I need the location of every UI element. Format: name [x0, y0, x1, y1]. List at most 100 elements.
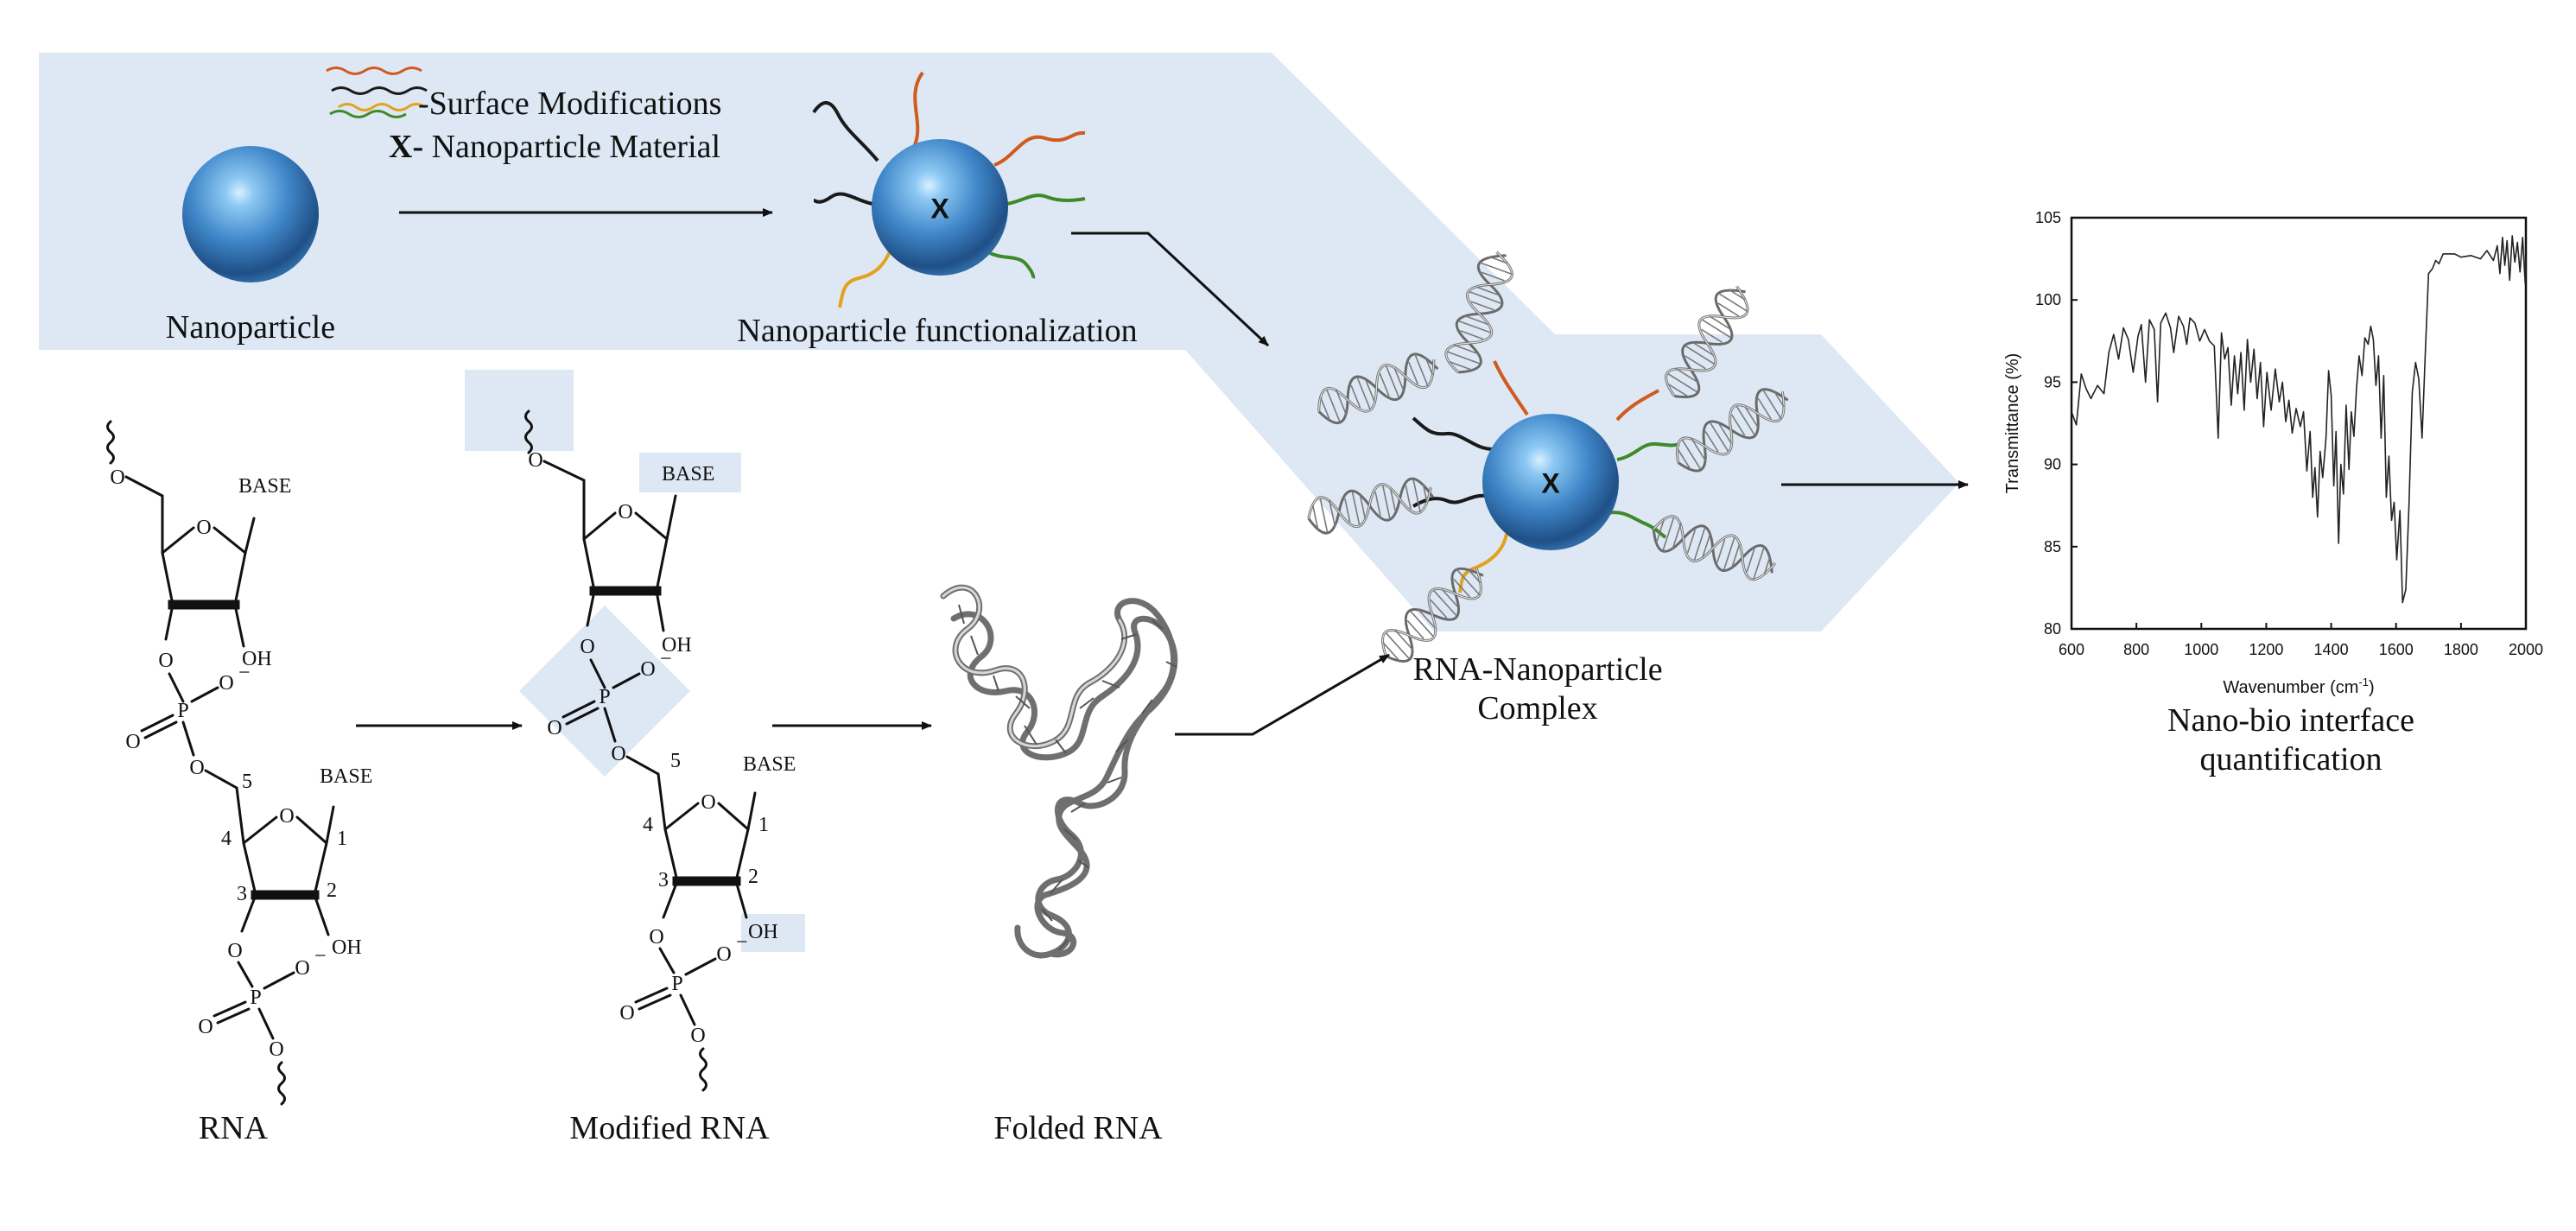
x-tick-label: 600	[2059, 641, 2084, 658]
rna-num-2: 2	[327, 879, 337, 902]
highlight-5prime	[465, 370, 574, 451]
x-axis-label-close: )	[2369, 678, 2375, 697]
mod-o-link: O	[611, 743, 625, 765]
mod-num-2: 2	[748, 866, 758, 888]
mod-num-3: 3	[658, 869, 669, 892]
chart-frame	[2070, 216, 2528, 631]
surface-modifications-label: -Surface Modifications	[418, 86, 721, 122]
rna-o3: O	[158, 650, 173, 672]
x-axis-label-exponent: -1	[2358, 676, 2369, 688]
rna-o-double-1: O	[125, 731, 140, 753]
mod-num-5: 5	[670, 750, 681, 772]
x-tick-label: 1200	[2249, 641, 2283, 658]
quantification-label-line2: quantification	[2199, 741, 2382, 777]
mod-oh-2: OH	[748, 921, 778, 943]
complex-label-line2: Complex	[1477, 690, 1597, 727]
folded-to-complex-arrow	[1175, 653, 1390, 736]
folded-rna-label: Folded RNA	[993, 1110, 1163, 1146]
mod-minus-2: −	[736, 931, 748, 954]
nanoparticle-material-label: X- Nanoparticle Material	[389, 129, 720, 165]
mod-o-minus-1: O	[640, 658, 655, 681]
x-tick-label: 2000	[2509, 641, 2543, 658]
mod-minus-1: −	[660, 648, 672, 670]
y-tick-label: 95	[2044, 373, 2061, 390]
rna-p2: P	[250, 987, 261, 1009]
mod-o-double-2: O	[619, 1002, 634, 1025]
rna-oh-2: OH	[332, 936, 362, 959]
rna-o-link: O	[189, 757, 204, 779]
complex-label-line1: RNA-Nanoparticle	[1412, 651, 1662, 688]
folded-rna	[940, 584, 1178, 959]
to-complex-arrow	[1071, 232, 1270, 347]
x-tick-label: 1800	[2444, 641, 2478, 658]
rna-minus-1: −	[238, 662, 251, 684]
quantification-label-line1: Nano-bio interface	[2167, 702, 2414, 739]
functionalized-nanoparticle: X	[812, 71, 1086, 308]
modified-rna-label: Modified RNA	[569, 1110, 770, 1146]
rna-o-minus-1: O	[219, 672, 233, 695]
rna-o-minus-2: O	[295, 957, 309, 980]
rna-num-5: 5	[242, 771, 252, 793]
material-prefix: X-	[389, 129, 423, 165]
rna-num-4: 4	[221, 828, 232, 850]
chart-x-tick-labels: 600 800 1000 1200 1400 1600 1800 2000	[2059, 641, 2543, 658]
mod-num-1: 1	[758, 814, 769, 836]
rna-structure: O O BASE OH O P O − O O 5 4 O 1 BASE	[106, 420, 372, 1106]
process-band	[39, 53, 1959, 631]
rna-oh-1: OH	[242, 648, 272, 670]
y-tick-label: 90	[2044, 456, 2061, 473]
rna-ring-o2: O	[279, 805, 294, 828]
x-tick-label: 1000	[2184, 641, 2218, 658]
mod-num-4: 4	[643, 814, 653, 836]
chart-ticks	[2071, 217, 2527, 630]
rna-nanoparticle-complex: X	[1303, 246, 1797, 671]
x-tick-label: 800	[2123, 641, 2149, 658]
highlight-2oh	[741, 914, 805, 952]
transmittance-series-line	[2071, 235, 2527, 604]
highlight-base	[639, 453, 741, 492]
functionalized-sphere	[872, 139, 1008, 276]
mod-ring-o1: O	[618, 501, 632, 523]
y-tick-label: 105	[2035, 209, 2061, 226]
chart-y-axis-label: Transmittance (%)	[2003, 353, 2022, 494]
rna-minus-2: −	[314, 945, 327, 968]
rna-o5: O	[110, 466, 124, 489]
rna-o-double-2: O	[198, 1016, 213, 1038]
functionalization-label: Nanoparticle functionalization	[737, 313, 1137, 349]
x-axis-label-text: Wavenumber (cm	[2223, 678, 2358, 697]
rna-ring-o1: O	[196, 517, 211, 539]
rna-num-1: 1	[337, 828, 347, 850]
rna-o3-2: O	[227, 940, 242, 962]
mod-p2: P	[671, 973, 682, 995]
particle-material-x: X	[930, 193, 949, 224]
y-tick-label: 80	[2044, 620, 2061, 638]
mod-o-double-1: O	[547, 717, 562, 739]
rna-o-tail: O	[269, 1038, 283, 1061]
mod-p1: P	[599, 686, 610, 708]
x-tick-label: 1400	[2314, 641, 2349, 658]
mod-o3-2: O	[649, 926, 663, 949]
rna-base-2: BASE	[320, 765, 372, 788]
mod-o-tail: O	[690, 1025, 705, 1047]
mod-o-minus-2: O	[716, 943, 731, 966]
y-tick-label: 85	[2044, 538, 2061, 555]
mod-base-1: BASE	[662, 463, 714, 485]
complex-sphere	[1482, 414, 1619, 550]
rna-label: RNA	[199, 1110, 269, 1146]
ftir-chart: 600 800 1000 1200 1400 1600 1800 2000 80 85 90 95 1…	[2003, 209, 2543, 697]
modified-rna-structure: O O BASE OH O P O − O O 5 4 O 1 BASE	[465, 370, 805, 1092]
material-text: Nanoparticle Material	[423, 129, 720, 165]
chart-x-axis-label: Wavenumber (cm-1)	[2223, 676, 2374, 697]
surface-modification-legend: -Surface Modifications X- Nanoparticle M…	[326, 67, 721, 165]
mod-o5: O	[528, 449, 542, 472]
rna-num-3: 3	[237, 883, 247, 905]
x-tick-label: 1600	[2379, 641, 2414, 658]
nanoparticle-sphere	[182, 146, 319, 282]
mod-base-2: BASE	[743, 753, 796, 776]
mod-oh-1: OH	[662, 634, 692, 657]
mod-o3: O	[580, 636, 594, 658]
complex-particle-x: X	[1541, 467, 1560, 498]
y-tick-label: 100	[2035, 291, 2061, 308]
chart-y-tick-labels: 80 85 90 95 100 105	[2035, 209, 2061, 638]
